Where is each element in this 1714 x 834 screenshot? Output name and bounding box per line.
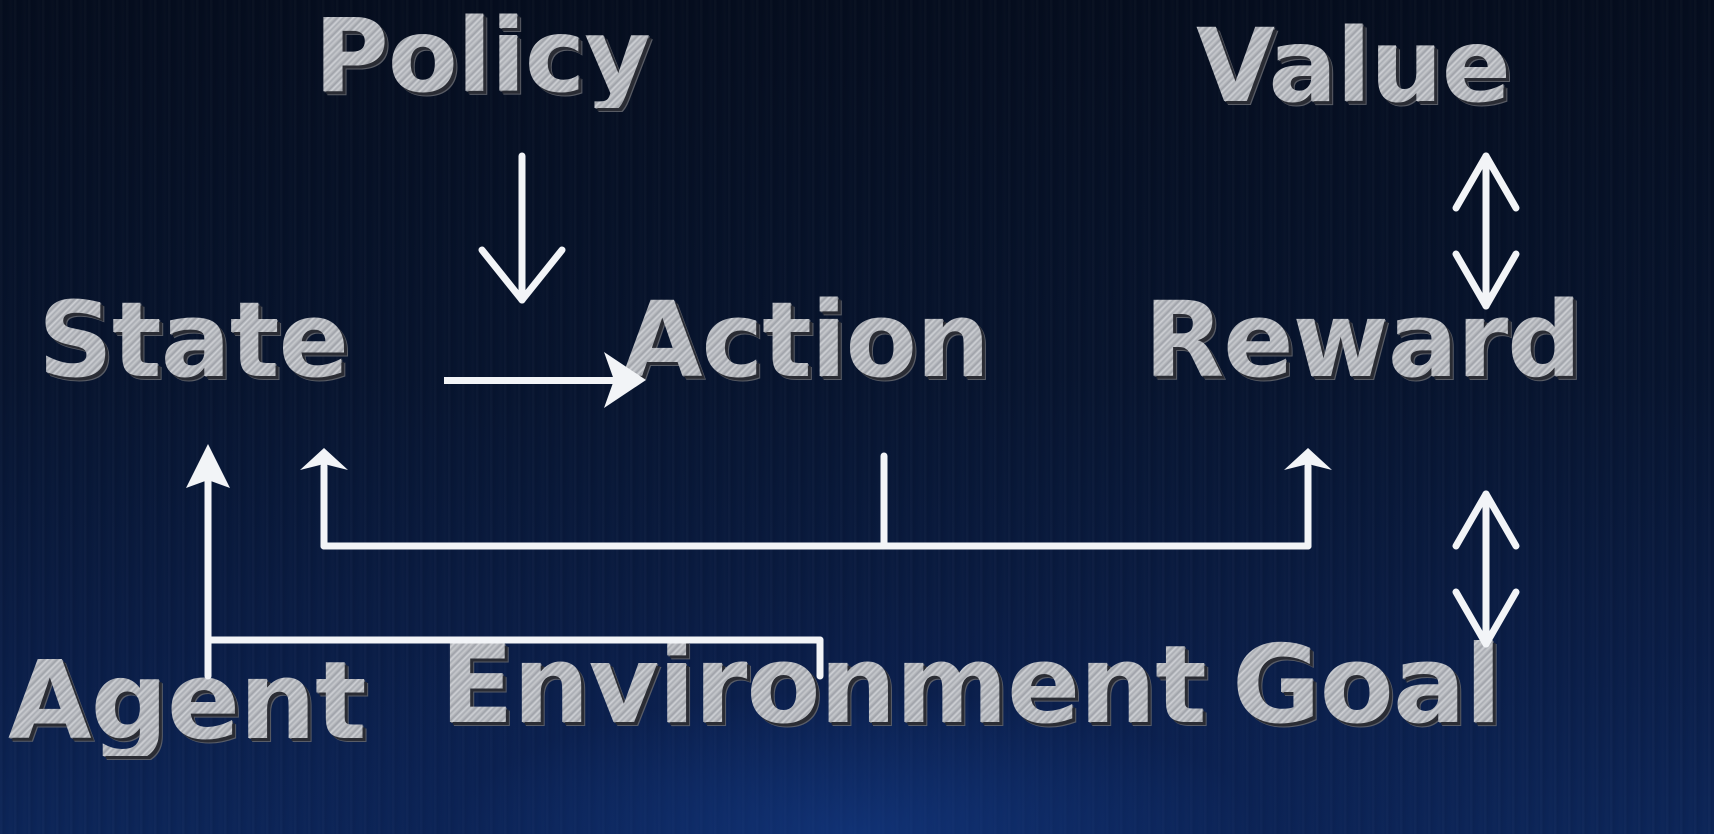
agent-label: Agent <box>8 639 367 764</box>
environment-state-arrowhead <box>186 444 230 488</box>
value-label: Value <box>1196 7 1511 126</box>
state-to-action-arrow <box>444 352 646 408</box>
reward-goal-double-arrow <box>1452 490 1520 648</box>
reward-label: Reward <box>1144 279 1582 401</box>
environment-to-state-connector <box>204 476 824 680</box>
reward-feedback-arrowhead <box>1284 448 1332 470</box>
value-reward-double-arrow <box>1452 152 1520 310</box>
state-feedback-arrowhead <box>300 448 348 470</box>
goal-label: Goal <box>1232 623 1502 748</box>
state-label: State <box>38 279 349 401</box>
policy-label: Policy <box>314 0 651 116</box>
policy-to-action-arrow <box>478 152 566 304</box>
action-label: Action <box>622 279 990 401</box>
action-feedback-connector <box>320 452 1312 550</box>
